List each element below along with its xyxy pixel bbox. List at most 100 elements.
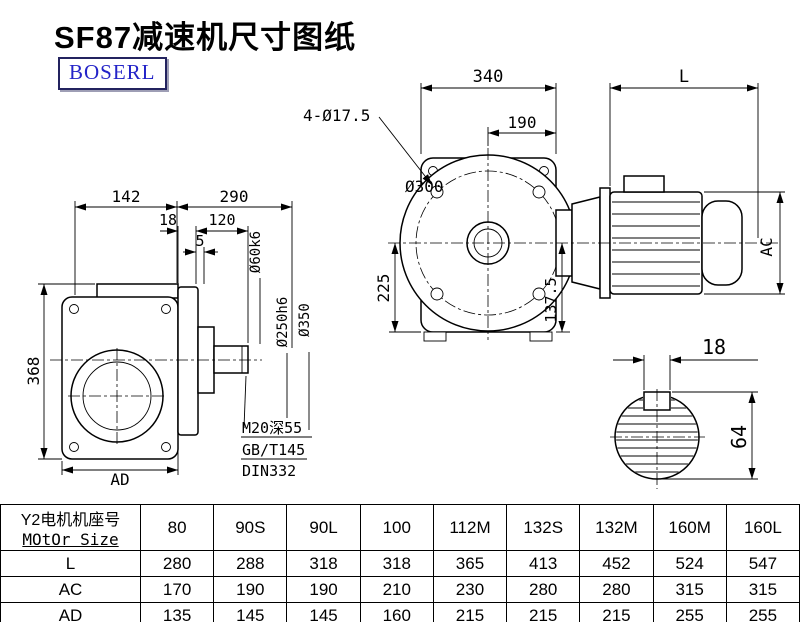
size-col-100: 100 — [359, 504, 434, 551]
page-title: SF87减速机尺寸图纸 — [54, 20, 357, 55]
table-cell: 280 — [139, 550, 215, 577]
dim-137-5-label: 137.5 — [542, 277, 560, 322]
size-col-132S: 132S — [506, 504, 581, 551]
table-row-AD: AD 135 145 145 160 215 215 215 255 255 — [0, 602, 800, 622]
size-col-90S: 90S — [213, 504, 288, 551]
table-cell: 215 — [579, 602, 654, 622]
dim-225-label: 225 — [374, 274, 393, 303]
table-cell: 215 — [506, 602, 581, 622]
bolt-holes-note: 4-Ø17.5 — [303, 106, 370, 125]
front-view-labels: 340 L 190 4-Ø17.5 Ø300 225 137.5 AC — [303, 67, 776, 323]
row-label-AD: AD — [0, 602, 141, 622]
shaft-view-dimension-lines — [613, 355, 758, 480]
terminal-box — [623, 175, 665, 193]
dim-340-label: 340 — [473, 67, 504, 87]
output-shaft — [213, 345, 249, 374]
table-header-row: Y2电机机座号 MOtOr Size 80 90S 90L 100 112M 1… — [0, 504, 800, 551]
table-cell: 190 — [213, 576, 288, 603]
standard-note-gb: GB/T145 — [242, 441, 305, 459]
shaft-end-view: 18 64 — [610, 335, 758, 489]
front-view-body — [399, 154, 743, 342]
table-cell: 318 — [359, 550, 434, 577]
side-view-labels: 142 290 18 120 5 368 AD Ø60k6 Ø250h6 Ø35… — [24, 187, 313, 489]
size-col-160M: 160M — [652, 504, 727, 551]
table-cell: 288 — [213, 550, 288, 577]
side-view: 142 290 18 120 5 368 AD Ø60k6 Ø250h6 Ø35… — [24, 187, 313, 489]
bolt-hole — [430, 287, 444, 301]
flange-diameter-label: Ø350 — [297, 303, 313, 337]
dim-AD-label: AD — [110, 470, 129, 489]
table-cell: 210 — [359, 576, 434, 603]
table-cell: 365 — [432, 550, 508, 577]
table-row-L: L 280 288 318 318 365 413 452 524 547 — [0, 550, 800, 577]
front-view-dimension-lines — [378, 83, 785, 333]
table-row-AC: AC 170 190 190 210 230 280 280 315 315 — [0, 576, 800, 603]
dim-142-label: 142 — [112, 187, 141, 206]
table-cell: 547 — [725, 550, 800, 577]
table-cell: 452 — [579, 550, 654, 577]
dim-AC-label: AC — [757, 237, 776, 256]
table-cell: 280 — [579, 576, 654, 603]
table-cell: 230 — [432, 576, 508, 603]
technical-drawing: 142 290 18 120 5 368 AD Ø60k6 Ø250h6 Ø35… — [24, 67, 785, 489]
size-col-132M: 132M — [579, 504, 654, 551]
side-view-body — [61, 283, 249, 460]
output-flange — [177, 286, 199, 436]
standard-note-din: DIN332 — [242, 462, 296, 480]
size-col-90L: 90L — [286, 504, 361, 551]
housing-outline — [61, 296, 179, 460]
table-cell: 145 — [213, 602, 288, 622]
table-cell: 280 — [506, 576, 581, 603]
shaft-view-centerlines — [610, 389, 705, 489]
foot-right — [529, 331, 553, 342]
brand-logo: BOSERL — [58, 57, 167, 90]
height-over-key-label: 64 — [727, 425, 751, 449]
motor-dimension-table: Y2电机机座号 MOtOr Size 80 90S 90L 100 112M 1… — [0, 504, 800, 622]
bolt-circle-diameter-label: Ø300 — [405, 177, 444, 196]
row-label-AC: AC — [0, 576, 141, 603]
table-cell: 315 — [725, 576, 800, 603]
row-label-L: L — [0, 550, 141, 577]
table-cell: 215 — [432, 602, 508, 622]
table-cell: 413 — [506, 550, 581, 577]
spigot-diameter-label: Ø250h6 — [275, 297, 291, 348]
size-col-112M: 112M — [432, 504, 508, 551]
foot-left — [423, 331, 447, 342]
side-view-dimension-lines — [38, 201, 312, 475]
front-view-centerlines — [388, 148, 778, 340]
bolt-hole — [532, 185, 546, 199]
dim-5-label: 5 — [195, 232, 204, 250]
dim-120-label: 120 — [208, 211, 235, 229]
table-cell: 170 — [139, 576, 215, 603]
tap-hole-note: M20深55 — [242, 419, 302, 437]
shaft-diameter-label: Ø60k6 — [248, 231, 264, 273]
motor-size-header-en: MOtOr Size — [22, 530, 119, 549]
table-cell: 255 — [652, 602, 727, 622]
motor-cooling-fins — [612, 201, 700, 287]
table-cell: 190 — [286, 576, 361, 603]
housing-bolt — [161, 442, 171, 452]
motor-size-header-cell: Y2电机机座号 MOtOr Size — [0, 504, 141, 551]
size-col-160L: 160L — [725, 504, 800, 551]
key-width-label: 18 — [702, 335, 726, 359]
front-view: 340 L 190 4-Ø17.5 Ø300 225 137.5 AC — [303, 67, 785, 342]
table-cell: 160 — [359, 602, 434, 622]
dim-L-label: L — [679, 67, 689, 87]
dim-18-label: 18 — [159, 211, 177, 229]
table-cell: 145 — [286, 602, 361, 622]
dim-290-label: 290 — [220, 187, 249, 206]
bolt-hole — [430, 185, 444, 199]
dim-368-label: 368 — [24, 357, 43, 386]
size-col-80: 80 — [139, 504, 215, 551]
dim-190-label: 190 — [508, 113, 537, 132]
side-view-centerlines — [50, 348, 262, 446]
housing-bolt — [69, 442, 79, 452]
brand-logo-text: BOSERL — [69, 60, 156, 84]
table-cell: 318 — [286, 550, 361, 577]
housing-top-step — [96, 283, 179, 299]
housing-bolt — [69, 304, 79, 314]
table-cell: 135 — [139, 602, 215, 622]
table-cell: 524 — [652, 550, 727, 577]
table-cell: 255 — [725, 602, 800, 622]
bolt-hole — [532, 287, 546, 301]
